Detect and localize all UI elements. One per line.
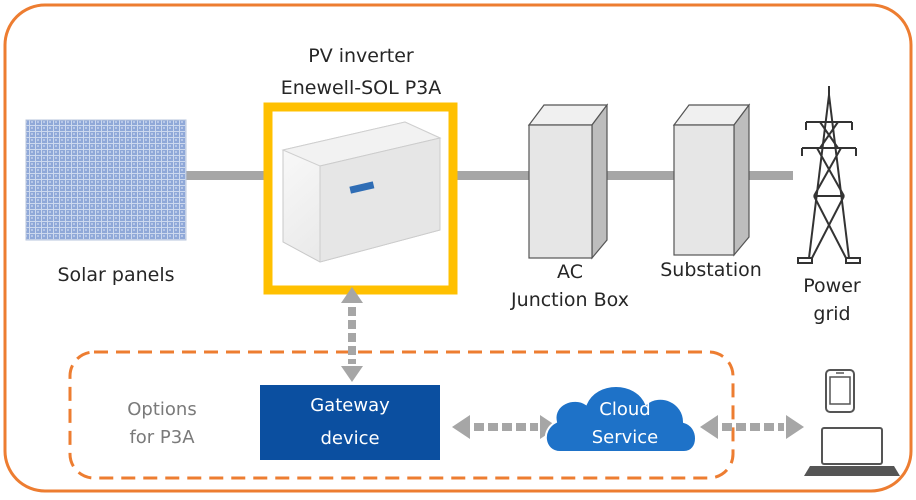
options-label-line2: for P3A	[129, 427, 195, 448]
power-line-inverter-grid	[440, 171, 793, 180]
junction-box-label-line2: Junction Box	[511, 289, 629, 311]
inverter-title-line1: PV inverter	[308, 45, 414, 67]
cloud-label-line2: Service	[591, 427, 659, 448]
substation-label: Substation	[660, 259, 762, 281]
options-region	[68, 350, 735, 480]
power-grid-label-line2: grid	[813, 303, 851, 325]
transmission-tower-icon	[797, 86, 861, 264]
laptop-icon	[804, 427, 900, 476]
inverter-gateway-arrow	[341, 287, 363, 382]
cloud-label-line1: Cloud	[599, 399, 651, 420]
junction-box-icon	[527, 103, 609, 260]
junction-box-label-line1: AC	[557, 261, 583, 283]
smartphone-icon	[825, 369, 855, 413]
gateway-label-line1: Gateway	[310, 395, 390, 416]
outer-border	[3, 3, 913, 493]
cloud-devices-arrow	[700, 415, 804, 439]
gateway-label-line2: device	[320, 428, 380, 449]
options-label-line1: Options	[127, 399, 197, 420]
gateway-cloud-arrow	[452, 415, 558, 439]
solar-panel-icon	[25, 119, 187, 241]
cloud-icon	[545, 385, 697, 453]
power-line-panels-inverter	[185, 171, 280, 180]
solar-panels-label: Solar panels	[57, 264, 175, 286]
substation-icon	[672, 103, 751, 257]
inverter-icon	[281, 121, 442, 263]
inverter-title-line2: Enewell-SOL P3A	[280, 77, 442, 99]
gateway-device-box	[260, 385, 440, 460]
power-grid-label-line1: Power	[803, 275, 861, 297]
